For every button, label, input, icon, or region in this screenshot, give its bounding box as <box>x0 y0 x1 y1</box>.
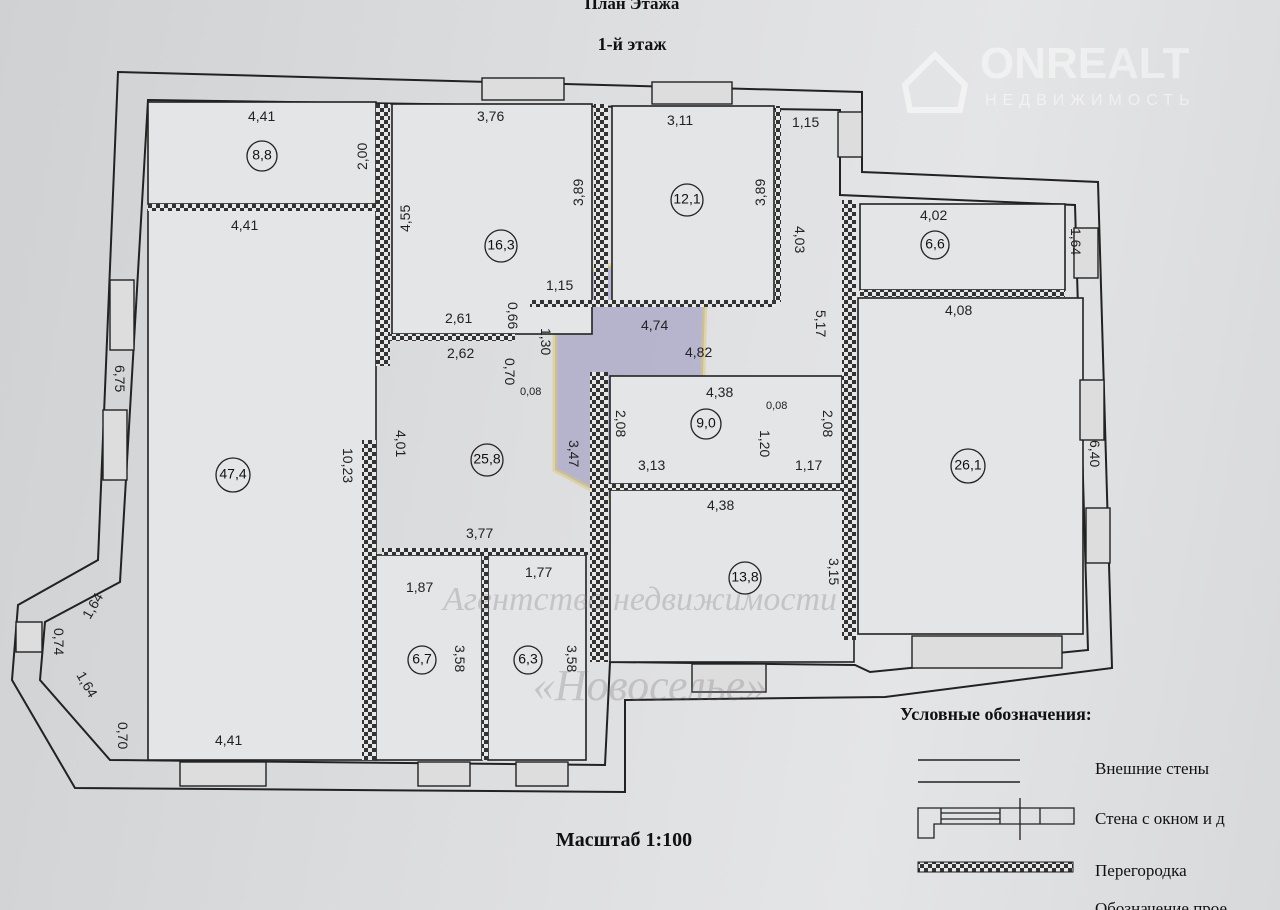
agency-watermark-line2: «Новоселье» <box>533 661 767 710</box>
dimension: 0,74 <box>51 628 67 655</box>
room-area: 9,0 <box>696 415 716 431</box>
legend-item-outer-walls: Внешние стены <box>1095 759 1210 778</box>
dimension: 3,89 <box>570 179 586 206</box>
brand-sub-watermark: НЕДВИЖИМОСТЬ <box>985 92 1196 109</box>
outer-wall <box>10 70 1114 794</box>
dimension: 3,58 <box>564 645 580 672</box>
dimension: 3,76 <box>477 108 504 124</box>
brand-watermark: ONREALT <box>980 39 1190 88</box>
dimension: 4,41 <box>215 732 242 748</box>
windows <box>15 77 1111 787</box>
dimension: 1,30 <box>538 328 554 355</box>
room-area: 47,4 <box>219 466 246 482</box>
dimension: 4,08 <box>945 302 972 318</box>
dimension: 3,11 <box>667 112 693 128</box>
room-area: 6,6 <box>925 236 945 252</box>
dimension: 2,08 <box>820 410 836 437</box>
room-area: 16,3 <box>487 237 514 253</box>
legend-item-opening: Обозначение прое <box>1095 899 1227 910</box>
dimension: 2,00 <box>354 143 370 170</box>
legend-item-wall-window-door: Стена с окном и д <box>1095 809 1225 828</box>
dimension: 1,15 <box>546 277 573 293</box>
dimension: 1,77 <box>525 564 552 580</box>
dimension: 6,75 <box>112 365 128 392</box>
dimension: 2,61 <box>445 310 472 326</box>
plan-title: План Этажа <box>585 0 680 13</box>
scale-label: Масштаб 1:100 <box>556 829 692 851</box>
dimension: 4,38 <box>707 497 734 513</box>
dimension: 3,13 <box>638 457 665 473</box>
room-area: 13,8 <box>731 569 758 585</box>
dimension: 4,03 <box>792 226 808 253</box>
dimension: 1,64 <box>79 590 107 622</box>
room-areas <box>215 140 986 675</box>
dimension: 3,15 <box>826 558 842 585</box>
room-area: 12,1 <box>673 191 700 207</box>
dimension: 5,17 <box>813 310 829 337</box>
dimension: 4,82 <box>685 344 712 360</box>
dimension: 2,62 <box>447 345 474 361</box>
agency-watermark-line1: Агентство недвижимости <box>441 581 837 618</box>
dimension: 1,15 <box>792 114 819 130</box>
dimension: 0,08 <box>766 400 787 412</box>
dimension: 6,40 <box>1087 440 1103 467</box>
dimension: 4,02 <box>920 207 947 223</box>
dimension: 0,08 <box>520 386 541 398</box>
floor-label: 1-й этаж <box>598 34 668 54</box>
room-area: 6,3 <box>518 651 538 667</box>
rooms <box>147 101 1084 761</box>
dimension: 0,70 <box>115 722 131 749</box>
dimension: 10,23 <box>340 448 356 483</box>
legend-title: Условные обозначения: <box>900 704 1092 724</box>
room-area: 8,8 <box>252 147 272 163</box>
dimension: 3,89 <box>752 179 768 206</box>
dimension: 4,41 <box>248 108 275 124</box>
dimension: 4,41 <box>231 217 258 233</box>
dimension: 3,77 <box>466 525 493 541</box>
dimension: 4,01 <box>393 430 409 457</box>
room-area: 26,1 <box>954 457 981 473</box>
partitions <box>148 104 1065 760</box>
onrealt-watermark: ONREALT НЕДВИЖИМОСТЬ <box>901 39 1196 113</box>
dimension: 1,64 <box>1068 228 1084 255</box>
dimension: 1,87 <box>406 579 433 595</box>
dimension: 3,47 <box>566 440 582 467</box>
room-area: 25,8 <box>473 451 500 467</box>
legend: Условные обозначения: Внешние стены Стен… <box>900 704 1227 910</box>
legend-item-partition: Перегородка <box>1095 861 1187 880</box>
dimension: 1,64 <box>73 669 101 701</box>
dimension-labels: 4,41 2,00 3,76 4,55 3,89 3,11 3,89 1,15 … <box>51 108 1103 749</box>
room-area: 6,7 <box>412 651 432 667</box>
dimension: 4,38 <box>706 384 733 400</box>
dimension: 3,58 <box>452 645 468 672</box>
dimension: 2,08 <box>613 410 629 437</box>
dimension: 4,74 <box>641 317 668 333</box>
dimension: 0,66 <box>505 302 521 329</box>
dimension: 1,20 <box>757 430 773 457</box>
dimension: 1,17 <box>795 457 822 473</box>
dimension: 4,55 <box>397 205 413 232</box>
dimension: 0,70 <box>502 358 518 385</box>
